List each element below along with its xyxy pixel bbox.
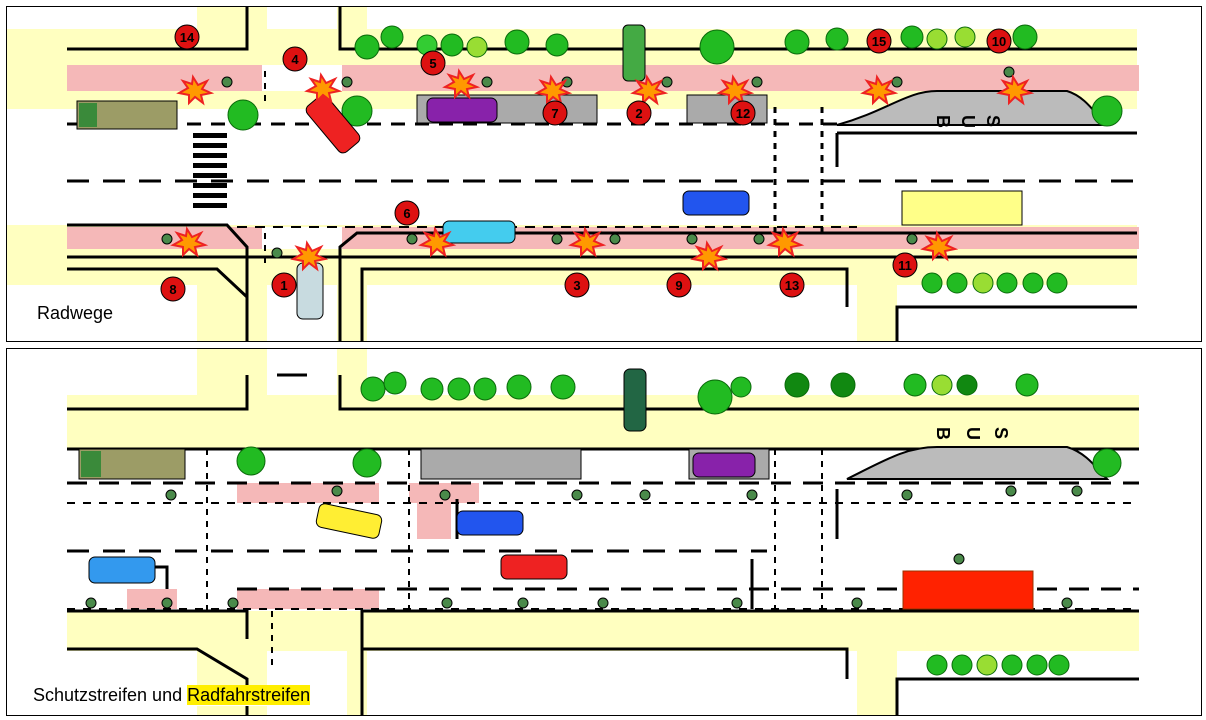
caption-highlight: Radfahrstreifen bbox=[187, 685, 310, 705]
svg-text:1: 1 bbox=[280, 278, 287, 293]
car-lightblue bbox=[89, 557, 155, 583]
svg-text:8: 8 bbox=[169, 282, 176, 297]
car-grey bbox=[297, 263, 323, 319]
marker-2: 2 bbox=[627, 101, 651, 125]
tram bbox=[902, 191, 1022, 225]
svg-text:5: 5 bbox=[429, 56, 436, 71]
marker-5: 5 bbox=[421, 51, 445, 75]
bus-letter-b: B bbox=[933, 115, 953, 128]
marker-13: 13 bbox=[780, 273, 804, 297]
svg-text:12: 12 bbox=[736, 106, 750, 121]
marker-7: 7 bbox=[543, 101, 567, 125]
marker-6: 6 bbox=[395, 201, 419, 225]
svg-text:7: 7 bbox=[551, 106, 558, 121]
marker-9: 9 bbox=[667, 273, 691, 297]
bus-letter-b: B bbox=[933, 427, 953, 440]
car-lightblue bbox=[443, 221, 515, 243]
marker-1: 1 bbox=[272, 273, 296, 297]
marker-8: 8 bbox=[161, 277, 185, 301]
svg-text:13: 13 bbox=[785, 278, 799, 293]
svg-text:10: 10 bbox=[992, 34, 1006, 49]
panel-radwege: B U S bbox=[6, 6, 1202, 342]
panel-schutzstreifen: B U S bbox=[6, 348, 1202, 716]
car-blue bbox=[457, 511, 523, 535]
svg-text:3: 3 bbox=[573, 278, 580, 293]
marker-10: 10 bbox=[987, 29, 1011, 53]
bus-letter-u: U bbox=[963, 427, 983, 440]
marker-4: 4 bbox=[283, 47, 307, 71]
svg-text:14: 14 bbox=[180, 30, 195, 45]
svg-text:11: 11 bbox=[898, 258, 912, 273]
schutzstreifen-street-diagram: B U S bbox=[7, 349, 1201, 715]
car-darkgreen bbox=[624, 369, 646, 431]
radwege-street-diagram: B U S bbox=[7, 7, 1201, 341]
parked-car-purple bbox=[427, 98, 497, 122]
tram bbox=[903, 571, 1033, 609]
svg-text:2: 2 bbox=[635, 106, 642, 121]
marker-11: 11 bbox=[893, 253, 917, 277]
marker-12: 12 bbox=[731, 101, 755, 125]
svg-text:4: 4 bbox=[291, 52, 299, 67]
marker-14: 14 bbox=[175, 25, 199, 49]
marker-3: 3 bbox=[565, 273, 589, 297]
bus-letter-s: S bbox=[991, 427, 1011, 439]
svg-text:15: 15 bbox=[872, 34, 886, 49]
car-green bbox=[623, 25, 645, 81]
svg-text:6: 6 bbox=[403, 206, 410, 221]
parked-car-purple bbox=[693, 453, 755, 477]
svg-text:9: 9 bbox=[675, 278, 682, 293]
caption-prefix: Schutzstreifen und bbox=[33, 685, 187, 705]
panel-caption-radwege: Radwege bbox=[35, 303, 115, 324]
bus-letter-s: S bbox=[983, 115, 1003, 127]
bus-letter-u: U bbox=[958, 115, 978, 128]
panel-caption-schutzstreifen: Schutzstreifen und Radfahrstreifen bbox=[31, 685, 312, 706]
marker-15: 15 bbox=[867, 29, 891, 53]
car-red bbox=[501, 555, 567, 579]
car-blue bbox=[683, 191, 749, 215]
